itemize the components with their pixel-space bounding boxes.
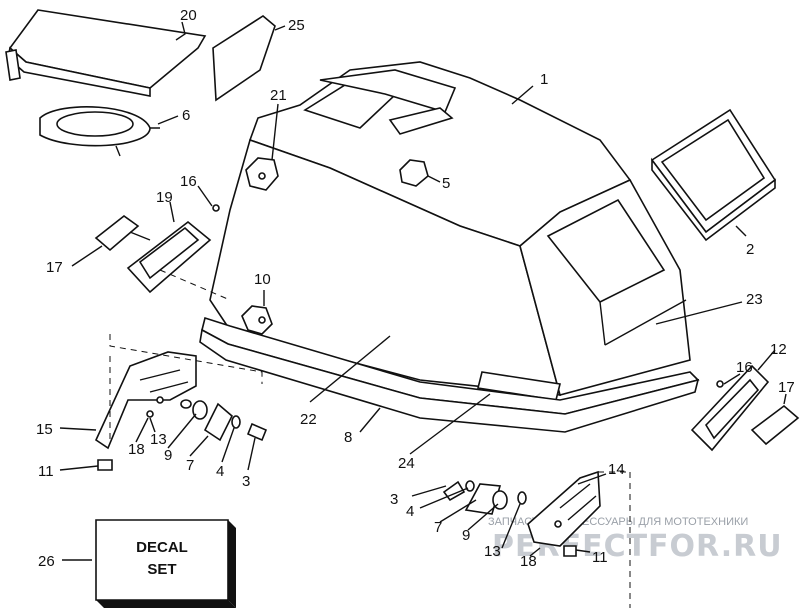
part-latch-left: [94, 204, 220, 294]
callout-16-right: 16: [736, 359, 753, 376]
callout-8: 8: [344, 429, 352, 446]
callout-18-right: 18: [520, 553, 537, 570]
callout-6: 6: [182, 107, 190, 124]
callout-1: 1: [540, 71, 548, 88]
callout-22: 22: [300, 411, 317, 428]
decal-box-line2: SET: [147, 561, 176, 578]
callout-9-right: 9: [462, 527, 470, 544]
callout-17-left: 17: [46, 259, 63, 276]
callout-5: 5: [442, 175, 450, 192]
callout-20: 20: [180, 7, 197, 24]
callout-16-left: 16: [180, 173, 197, 190]
dashed-guide-lines: [109, 269, 263, 440]
callout-26: 26: [38, 553, 55, 570]
callout-9-left: 9: [164, 447, 172, 464]
callout-7-left: 7: [186, 457, 194, 474]
callout-2: 2: [746, 241, 754, 258]
part-bracket-left: [94, 351, 268, 471]
callout-12: 12: [770, 341, 787, 358]
callout-25: 25: [288, 17, 305, 34]
callout-19: 19: [156, 189, 173, 206]
callout-3-left: 3: [242, 473, 250, 490]
callout-10: 10: [254, 271, 271, 288]
callout-17-right: 17: [778, 379, 795, 396]
decal-box-line1: DECAL: [136, 539, 188, 556]
callout-11-left: 11: [38, 463, 54, 480]
callout-4-right: 4: [406, 503, 414, 520]
part-latch-right: [690, 364, 800, 452]
callout-11-right: 11: [592, 549, 608, 566]
callout-18-left: 18: [128, 441, 145, 458]
callout-21: 21: [270, 87, 287, 104]
callout-labels: 1 20 25 6 21 5 16 19 17 2 10 23 12 16 17…: [36, 7, 795, 570]
callout-24: 24: [398, 455, 415, 472]
watermark-caption: ЗАПЧАСТИ И АКСЕССУАРЫ ДЛЯ МОТОТЕХНИКИ: [488, 516, 748, 528]
callout-7-right: 7: [434, 519, 442, 536]
part-top-cover: [5, 9, 207, 97]
callout-4-left: 4: [216, 463, 224, 480]
part-pad: [212, 15, 276, 102]
part-main-cowl: [209, 61, 691, 401]
callout-14: 14: [608, 461, 625, 478]
dashed-guide-lines-right: [598, 471, 631, 608]
callout-3-right: 3: [390, 491, 398, 508]
part-side-grille: [650, 108, 777, 242]
leader-lines: [59, 21, 787, 561]
callout-23: 23: [746, 291, 763, 308]
callout-15: 15: [36, 421, 53, 438]
part-seal-ring: [39, 106, 160, 157]
decal-set-box: DECAL SET: [95, 519, 236, 608]
callout-13-left: 13: [150, 431, 167, 448]
callout-13-right: 13: [484, 543, 501, 560]
